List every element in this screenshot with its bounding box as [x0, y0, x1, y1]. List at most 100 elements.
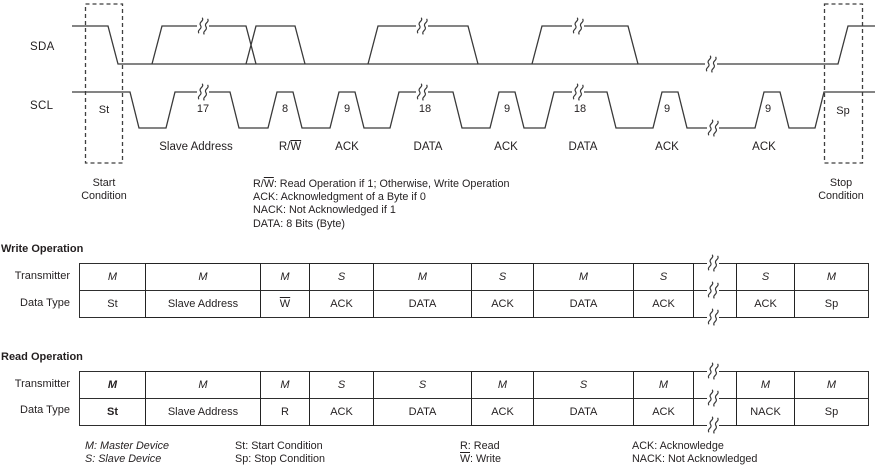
legend-write: W: Write	[460, 453, 501, 466]
transmitter-cell: S	[579, 379, 588, 391]
stop-condition-caption: Stop Condition	[818, 177, 864, 203]
legend-ack: ACK: Acknowledge	[632, 440, 724, 452]
datatype-cell: DATA	[408, 298, 437, 310]
start-condition-line1: Start	[92, 177, 116, 189]
legend-w-rest: : Write	[470, 453, 501, 466]
transmitter-cell: M	[198, 271, 208, 283]
table-column: S ACK	[633, 263, 694, 318]
stop-marker: Sp	[836, 105, 850, 117]
legend-readwrite-group: R: Read W: Write	[460, 440, 501, 466]
clock-count: 18	[573, 103, 587, 115]
line-break-icon	[706, 387, 720, 409]
transmitter-cell: M	[578, 271, 589, 283]
segment-label-ack: ACK	[494, 141, 518, 153]
datatype-cell: ACK	[330, 298, 353, 310]
datatype-cell: ACK	[754, 298, 777, 310]
table-column: M ACK	[633, 371, 694, 426]
note-data: DATA: 8 Bits (Byte)	[253, 217, 345, 230]
datatype-cell: ACK	[652, 406, 675, 418]
note-ack: ACK: Acknowledgment of a Byte if 0	[253, 191, 426, 204]
datatype-cell: St	[107, 298, 118, 310]
line-break-icon	[706, 360, 720, 382]
legend-condition-group: St: Start Condition Sp: Stop Condition	[235, 440, 325, 466]
datatype-cell: ACK	[652, 298, 675, 310]
timing-diagram-svg	[72, 3, 875, 164]
start-marker: St	[98, 104, 110, 116]
transmitter-cell: S	[761, 271, 770, 283]
clock-count: 9	[343, 103, 351, 115]
sda-signal-label: SDA	[30, 41, 55, 53]
segment-label-data: DATA	[413, 141, 443, 153]
start-condition-caption: Start Condition	[81, 177, 127, 203]
legend-ack-group: ACK: Acknowledge NACK: Not Acknowledged	[632, 440, 757, 466]
stop-condition-line1: Stop	[829, 177, 853, 189]
datatype-cell: ACK	[491, 298, 514, 310]
legend-read: R: Read	[460, 440, 500, 452]
note-rw-w-overline: W	[263, 178, 274, 190]
datatype-cell: NACK	[750, 406, 781, 418]
legend-device-group: M: Master Device S: Slave Device	[85, 440, 169, 466]
table-column: S ACK	[736, 263, 795, 318]
segment-label-ack: ACK	[655, 141, 679, 153]
transmitter-cell: M	[497, 379, 508, 391]
line-break-icon	[415, 15, 429, 37]
read-operation-title: Read Operation	[1, 351, 83, 363]
write-operation-title: Write Operation	[1, 243, 84, 255]
transmitter-cell: S	[337, 379, 346, 391]
legend-nack: NACK: Not Acknowledged	[632, 453, 758, 466]
legend-start: St: Start Condition	[235, 440, 323, 452]
sda-waveform	[72, 25, 875, 65]
legend-w-overline: W	[460, 453, 470, 466]
line-break-icon	[706, 252, 720, 274]
table-column: M St	[80, 264, 146, 317]
start-condition-line2: Condition	[81, 190, 127, 203]
transmitter-cell: M	[658, 379, 669, 391]
datatype-cell: Sp	[824, 406, 839, 418]
line-break-icon	[706, 117, 720, 139]
clock-count: 8	[281, 103, 289, 115]
datatype-cell: R	[281, 406, 289, 418]
line-break-icon	[704, 53, 718, 75]
transmitter-cell: M	[826, 271, 837, 283]
abbreviation-notes: R/W: Read Operation if 1; Otherwise, Wri…	[253, 178, 509, 231]
note-nack: NACK: Not Acknowledged if 1	[253, 204, 396, 217]
clock-count: 9	[503, 103, 511, 115]
clock-count: 9	[663, 103, 671, 115]
line-break-icon	[706, 414, 720, 436]
transmitter-cell: M	[107, 271, 118, 283]
line-break-icon	[571, 81, 585, 103]
legend-master: M: Master Device	[85, 440, 169, 452]
segment-label-data: DATA	[568, 141, 598, 153]
transmitter-cell: S	[418, 379, 427, 391]
transmitter-cell: M	[280, 379, 290, 391]
table-column: S DATA	[374, 372, 472, 425]
note-rw: R/W: Read Operation if 1; Otherwise, Wri…	[253, 178, 509, 191]
transmitter-cell: M	[107, 379, 118, 391]
datatype-cell: W	[279, 298, 291, 310]
transmitter-cell: S	[659, 271, 668, 283]
transmitter-cell: M	[198, 379, 208, 391]
clock-count: 17	[196, 103, 210, 115]
datatype-cell: DATA	[408, 406, 437, 418]
read-transmitter-row-label: Transmitter	[14, 378, 70, 390]
scl-signal-label: SCL	[30, 100, 54, 112]
rw-prefix: R/	[278, 141, 291, 153]
segment-label-ack: ACK	[335, 141, 359, 153]
legend-slave: S: Slave Device	[85, 453, 162, 466]
start-condition-box	[84, 3, 124, 164]
read-datatype-row-label: Data Type	[20, 404, 70, 416]
segment-label-slave-address: Slave Address	[159, 141, 233, 153]
rw-w-overline: W	[290, 141, 302, 153]
